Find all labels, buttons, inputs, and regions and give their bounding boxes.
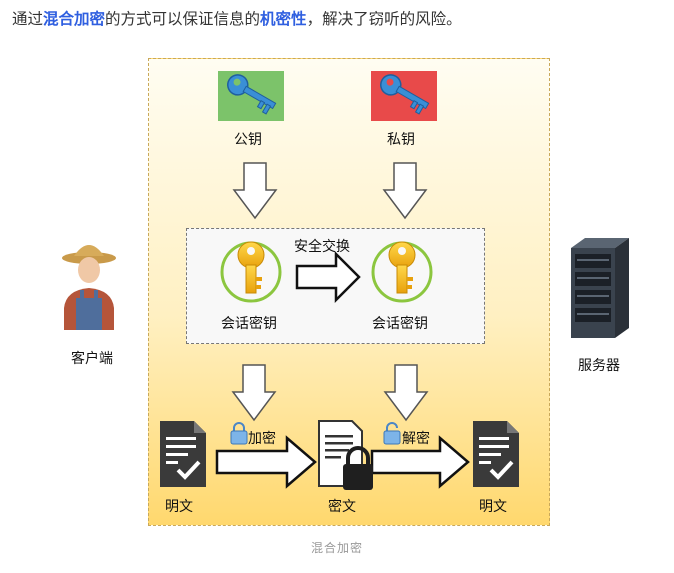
intro-prefix: 通过 bbox=[12, 10, 44, 28]
down-arrow-session-right bbox=[383, 364, 429, 422]
server-label: 服务器 bbox=[578, 358, 620, 374]
secure-exchange-arrow bbox=[295, 250, 361, 304]
private-key-label: 私钥 bbox=[387, 132, 415, 148]
plaintext-left-label: 明文 bbox=[165, 499, 193, 515]
plaintext-left-document-icon bbox=[160, 421, 206, 487]
session-key-left-icon bbox=[220, 241, 282, 303]
server-rack-icon bbox=[571, 238, 629, 338]
intro-highlight-confidentiality: 机密性 bbox=[260, 10, 307, 28]
intro-sentence: 通过混合加密的方式可以保证信息的机密性，解决了窃听的风险。 bbox=[12, 8, 662, 30]
session-key-right-label: 会话密钥 bbox=[372, 316, 428, 332]
down-arrow-session-left bbox=[231, 364, 277, 422]
session-key-right-icon bbox=[371, 241, 433, 303]
public-key-label: 公钥 bbox=[234, 132, 262, 148]
session-key-left-label: 会话密钥 bbox=[221, 316, 277, 332]
client-farmer-icon bbox=[62, 245, 116, 330]
intro-highlight-hybrid-encryption: 混合加密 bbox=[43, 10, 106, 28]
decrypt-label: 解密 bbox=[402, 431, 430, 447]
down-arrow-private-key bbox=[382, 162, 428, 220]
public-key-icon bbox=[218, 71, 284, 121]
encrypt-padlock-icon bbox=[230, 422, 248, 445]
decrypt-padlock-icon bbox=[383, 422, 401, 445]
ciphertext-label: 密文 bbox=[328, 499, 356, 515]
encrypt-arrow bbox=[215, 435, 317, 489]
intro-suffix: ，解决了窃听的风险。 bbox=[306, 10, 462, 28]
plaintext-right-document-icon bbox=[473, 421, 519, 487]
figure-caption: 混合加密 bbox=[310, 541, 363, 555]
plaintext-right-label: 明文 bbox=[479, 499, 507, 515]
intro-middle: 的方式可以保证信息的 bbox=[105, 10, 261, 28]
ciphertext-document-icon bbox=[318, 420, 373, 490]
client-label: 客户端 bbox=[71, 351, 113, 367]
decrypt-arrow bbox=[370, 435, 470, 489]
down-arrow-public-key bbox=[232, 162, 278, 220]
secure-exchange-label: 安全交换 bbox=[294, 239, 350, 255]
private-key-icon bbox=[371, 71, 437, 121]
encrypt-label: 加密 bbox=[248, 431, 276, 447]
